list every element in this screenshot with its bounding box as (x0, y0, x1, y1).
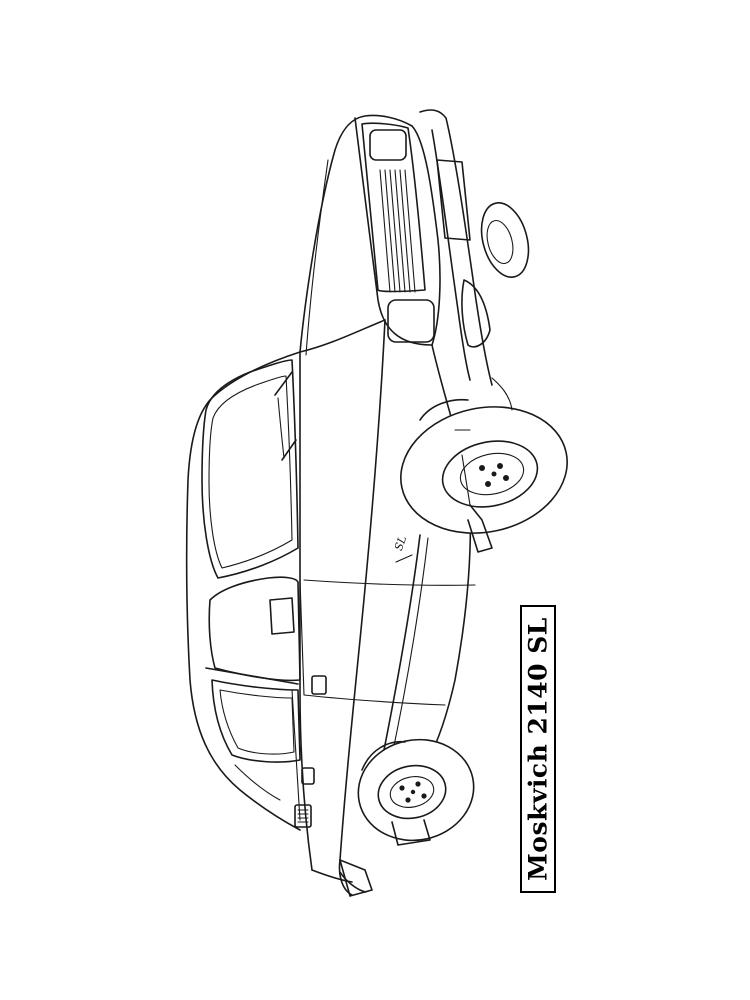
front-near-wheel (389, 392, 579, 548)
wheel-arches (362, 378, 512, 845)
car-body (187, 115, 475, 895)
sl-badge (396, 555, 412, 562)
front-grille (362, 110, 492, 385)
car-model-caption: Moskvich 2140 SL (523, 617, 553, 881)
car-windows (202, 360, 300, 800)
caption-box: Moskvich 2140 SL (520, 605, 556, 893)
front-wheel (474, 198, 536, 283)
rear-near-wheel (349, 729, 483, 851)
body-details (270, 430, 470, 896)
